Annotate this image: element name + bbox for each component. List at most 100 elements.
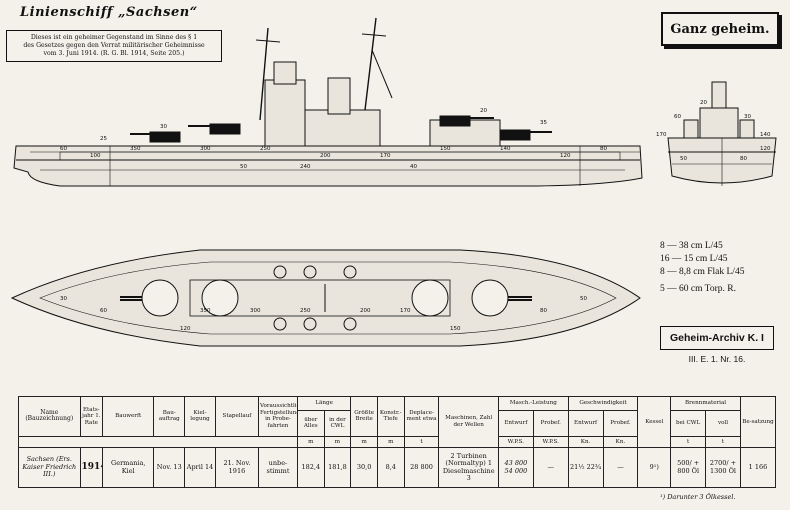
armor-label: 60 xyxy=(60,146,67,152)
col-speed-design: Entwurf xyxy=(567,409,604,437)
armor-label: 50 xyxy=(580,296,587,302)
armor-label: 60 xyxy=(100,308,107,314)
unit-length-cwl: m xyxy=(323,435,352,449)
armor-label: 20 xyxy=(480,108,487,114)
plan-turret-a xyxy=(141,279,179,317)
col-machinery: Maschinen, Zahl der Wellen xyxy=(438,396,499,448)
specification-table: Name (Bauzeichnung) Etats-jahr 1. Rate B… xyxy=(18,396,777,488)
cell-order: Nov. 13 xyxy=(153,447,186,488)
plan-hull xyxy=(10,249,641,347)
cell-speed-design: 21½ 22¾ xyxy=(567,447,604,488)
armor-label: 120 xyxy=(760,146,771,152)
armor-label: 80 xyxy=(540,308,547,314)
armor-label: 150 xyxy=(440,146,451,152)
unit-speed-trial: Kn. xyxy=(602,435,639,449)
archive-stamp: Geheim-Archiv K. I xyxy=(660,326,774,350)
cell-draught: 8,4 xyxy=(376,447,405,488)
armor-label: 100 xyxy=(90,153,101,159)
armor-label: 120 xyxy=(560,153,571,159)
armor-label: 25 xyxy=(100,136,107,142)
armor-label: 300 xyxy=(250,308,261,314)
armor-label: 170 xyxy=(380,153,391,159)
armament-main-guns: 8 — 38 cm L/45 xyxy=(660,241,723,251)
armor-label: 20 xyxy=(700,100,707,106)
cell-fuel-cwl: 500/ + 800 Öl xyxy=(670,447,707,488)
armor-label: 350 xyxy=(130,146,141,152)
cell-completion: unbe-stimmt xyxy=(257,447,298,488)
cell-yard: Germania, Kiel xyxy=(102,447,155,488)
main-mast xyxy=(364,17,377,111)
plan-armor-labels: 350 300 250 200 170 150 120 80 60 50 30 xyxy=(60,296,587,332)
armor-label: 40 xyxy=(410,164,417,170)
top-secret-stamp: Ganz geheim. xyxy=(661,12,779,46)
unit-fuel-full: t xyxy=(705,435,741,449)
armor-label: 200 xyxy=(360,308,371,314)
cell-beam: 30,0 xyxy=(350,447,378,488)
turret-b xyxy=(188,123,241,135)
notice-line-3: vom 3. Juni 1914. (R. G. Bl. 1914, Seite… xyxy=(43,50,185,57)
fore-mast xyxy=(259,27,269,121)
armor-label: 50 xyxy=(240,164,247,170)
cell-machinery: 2 Turbinen (Normaltyp) 1 Dieselmaschine … xyxy=(438,447,499,488)
col-length-oa: über Alles xyxy=(296,409,325,437)
section-funnel xyxy=(711,81,727,109)
armor-label: 30 xyxy=(744,114,751,120)
cell-length-cwl: 181,8 xyxy=(323,447,352,488)
hull-outline xyxy=(13,145,643,187)
col-power-design: Entwurf xyxy=(497,409,534,437)
col-fuel-cwl: bei CWL xyxy=(670,409,707,437)
armament-flak: 8 — 8,8 cm Flak L/45 xyxy=(660,267,745,277)
cell-power-trial: — xyxy=(532,447,569,488)
col-length: Länge xyxy=(296,396,352,411)
unit-power-design: W.P.S. xyxy=(497,435,534,449)
cell-crew: 1 166 xyxy=(739,447,777,488)
notice-line-1: Dieses ist ein geheimer Gegenstand im Si… xyxy=(30,34,198,41)
unit-beam: m xyxy=(350,435,378,449)
armor-label: 30 xyxy=(60,296,67,302)
col-name: Name (Bauzeichnung) xyxy=(18,396,81,437)
cell-launch: 21. Nov. 1916 xyxy=(214,447,259,488)
cell-fuel-full: 2700/ + 1300 Öl xyxy=(705,447,741,488)
armament-list: 8 — 38 cm L/45 16 — 15 cm L/45 8 — 8,8 c… xyxy=(660,240,744,296)
forward-superstructure xyxy=(299,109,381,147)
col-power-trial: Probef. xyxy=(532,409,569,437)
unit-draught: m xyxy=(376,435,405,449)
armor-label: 170 xyxy=(400,308,411,314)
armor-label: 140 xyxy=(760,132,771,138)
ship-drawings: 350 300 250 200 170 150 140 120 100 80 6… xyxy=(10,17,777,347)
secrecy-notice: Dieses ist ein geheimer Gegenstand im Si… xyxy=(6,30,222,62)
col-crew: Be-satzung xyxy=(739,396,777,448)
plan-turret-c xyxy=(411,279,449,317)
turret-d xyxy=(499,129,552,141)
col-fuel-full: voll xyxy=(705,409,741,437)
cell-displacement: 28 800 xyxy=(403,447,440,488)
table-subheader-row: über Alles in der CWL Entwurf Probef. En… xyxy=(19,409,776,437)
table-row: Sachsen (Ers. Kaiser Friedrich III.) 191… xyxy=(18,447,777,488)
cell-name: Sachsen (Ers. Kaiser Friedrich III.) xyxy=(18,447,81,488)
turret-c xyxy=(439,115,494,127)
armor-label: 35 xyxy=(540,120,547,126)
armor-label: 60 xyxy=(674,114,681,120)
col-year: Etats-jahr 1. Rate xyxy=(79,396,104,437)
col-displacement: Deplace-ment etwa xyxy=(403,396,440,437)
col-order: Bau-auftrag xyxy=(153,396,186,437)
side-profile xyxy=(13,17,643,187)
col-boilers: Kessel xyxy=(637,396,672,448)
armor-label: 50 xyxy=(680,156,687,162)
armor-label: 120 xyxy=(180,326,191,332)
armor-label: 350 xyxy=(200,308,211,314)
col-fuel: Brennmaterial xyxy=(670,396,741,411)
col-length-cwl: in der CWL xyxy=(323,409,352,437)
plan-turret-d xyxy=(471,279,509,317)
bridge-block xyxy=(264,79,306,147)
cross-section xyxy=(667,81,777,186)
col-speed-trial: Probef. xyxy=(602,409,639,437)
unit-displacement: t xyxy=(403,435,440,449)
turret-a xyxy=(130,131,181,143)
armor-label: 200 xyxy=(320,153,331,159)
plan-turret-b xyxy=(201,279,239,317)
cell-keel: April 14 xyxy=(184,447,216,488)
armor-label: 250 xyxy=(260,146,271,152)
unit-length-oa: m xyxy=(296,435,325,449)
ship-title: Linienschiff „Sachsen“ xyxy=(20,5,198,20)
